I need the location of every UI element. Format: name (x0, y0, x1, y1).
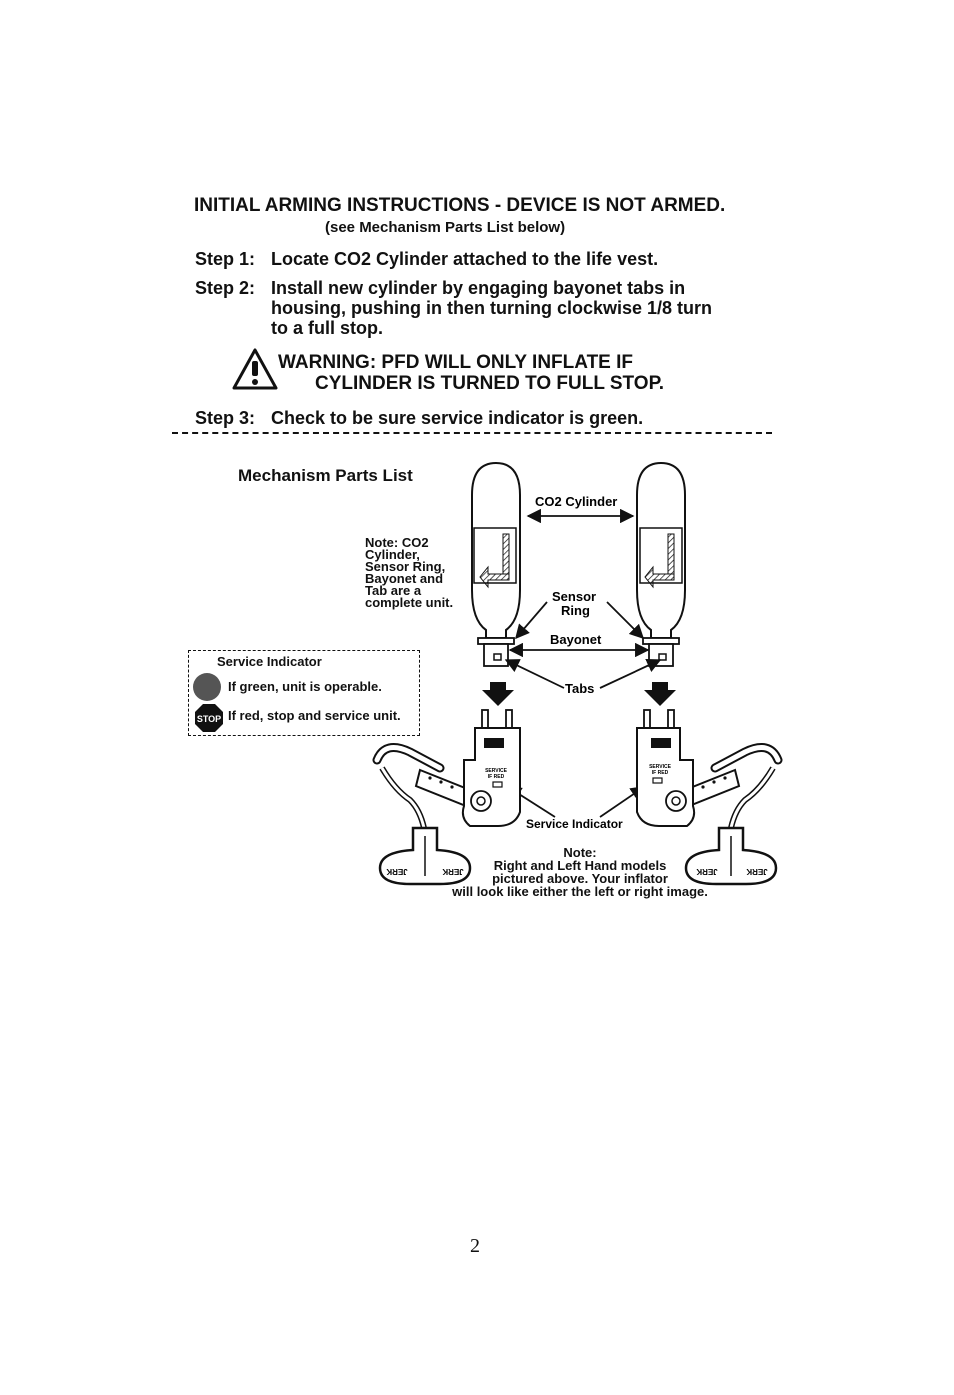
housing-label-if-red: IF RED (652, 770, 669, 776)
inflator-housing-right: SERVICE IF RED (636, 709, 783, 829)
step-label: Step 2: (195, 278, 256, 298)
pull-handle-left: JERK JERK (378, 826, 472, 886)
arrow-down-right-icon (644, 682, 676, 706)
legend-green-text: If green, unit is operable. (228, 679, 382, 694)
step-label: Step 1: (195, 249, 256, 269)
page-number: 2 (470, 1235, 480, 1257)
note-line: Note: (563, 845, 597, 860)
co2-cylinder-left (471, 461, 521, 667)
label-sensor-ring: Sensor (552, 589, 596, 604)
note-line: pictured above. Your inflator (492, 871, 668, 886)
housing-label-service: SERVICE (485, 768, 508, 774)
note-line: Right and Left Hand models (493, 858, 667, 873)
step-text-line: Install new cylinder by engaging bayonet… (271, 278, 686, 298)
step-label: Step 3: (195, 408, 256, 428)
step-3: Step 3: Check to be sure service indicat… (195, 408, 795, 430)
note-models: Note: Right and Left Hand models picture… (430, 846, 730, 898)
step-text-line: housing, pushing in then turning clockwi… (271, 298, 713, 318)
housing-label-service: SERVICE (649, 764, 672, 770)
parts-list-title: Mechanism Parts List (238, 466, 413, 485)
inflator-housing-left: SERVICE IF RED (372, 709, 521, 829)
legend-title: Service Indicator (217, 654, 322, 669)
note-line: Bayonet and (365, 571, 444, 586)
page-subtitle: (see Mechanism Parts List below) (325, 219, 566, 236)
note-line: will look like either the left or right … (452, 884, 708, 899)
handle-label-jerk: JERK (386, 867, 408, 876)
label-co2-cylinder: CO2 Cylinder (535, 494, 617, 509)
warning-line-1: WARNING: PFD WILL ONLY INFLATE IF (278, 352, 634, 373)
legend-red-text: If red, stop and service unit. (228, 708, 401, 723)
label-tabs: Tabs (565, 681, 594, 696)
step-text: Check to be sure service indicator is gr… (271, 408, 644, 428)
label-sensor-ring: Ring (561, 603, 590, 618)
stop-sign-icon: STOP (194, 703, 224, 738)
arrow-down-left-icon (482, 682, 514, 706)
handle-label-jerk: JERK (746, 867, 768, 876)
co2-cylinder-right (636, 461, 686, 667)
step-text-line: to a full stop. (271, 318, 383, 338)
page-title: INITIAL ARMING INSTRUCTIONS - DEVICE IS … (194, 195, 726, 216)
label-bayonet: Bayonet (550, 632, 602, 647)
warning-line-2: CYLINDER IS TURNED TO FULL STOP. (315, 373, 665, 394)
note-line: Note: CO2 (365, 535, 429, 550)
step-text: Locate CO2 Cylinder attached to the life… (271, 249, 659, 269)
stop-sign-label: STOP (197, 714, 221, 724)
handle-label-jerk: JERK (442, 867, 464, 876)
warning-icon (232, 348, 278, 395)
step-1: Step 1: Locate CO2 Cylinder attached to … (195, 249, 795, 271)
service-indicator-legend (188, 650, 420, 736)
handle-label-jerk: JERK (696, 867, 718, 876)
label-service-indicator: Service Indicator (526, 817, 623, 831)
pull-handle-right: JERK JERK (684, 826, 778, 886)
housing-label-if-red: IF RED (488, 774, 505, 780)
note-line: complete unit. (365, 595, 454, 610)
green-indicator-icon (193, 673, 221, 701)
note-line: Sensor Ring, (365, 559, 446, 574)
step-2: Step 2: Install new cylinder by engaging… (195, 278, 795, 342)
note-complete-unit: Note: CO2 Cylinder, Sensor Ring, Bayonet… (365, 535, 454, 610)
note-line: Cylinder, (365, 547, 420, 562)
note-line: Tab are a (365, 583, 422, 598)
cut-line-divider (172, 432, 772, 434)
